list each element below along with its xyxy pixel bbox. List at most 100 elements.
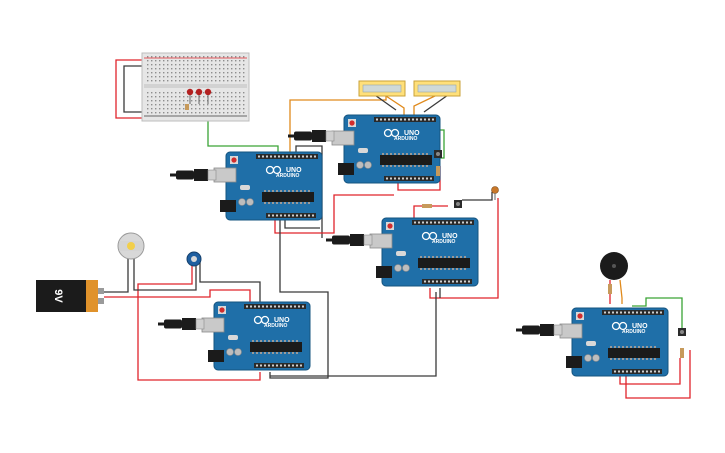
- breadboard-hole: [207, 68, 209, 70]
- breadboard-hole: [211, 72, 213, 74]
- usb-cable[interactable]: [168, 167, 218, 183]
- breadboard-hole: [167, 108, 169, 110]
- breadboard-hole: [151, 68, 153, 70]
- breadboard-hole: [195, 104, 197, 106]
- resistor[interactable]: [436, 166, 440, 176]
- breadboard-hole: [159, 76, 161, 78]
- battery-9v[interactable]: 9V: [36, 280, 104, 312]
- breadboard-hole: [215, 60, 217, 62]
- breadboard-hole: [239, 68, 241, 70]
- breadboard-hole: [215, 104, 217, 106]
- arduino-uno-board[interactable]: ARDUINO UNO: [201, 301, 311, 371]
- breadboard-hole: [199, 104, 201, 106]
- breadboard-hole: [155, 108, 157, 110]
- breadboard-hole: [243, 80, 245, 82]
- breadboard-hole: [179, 96, 181, 98]
- dc-motor[interactable]: [117, 232, 145, 260]
- resistor[interactable]: [185, 104, 189, 110]
- breadboard-hole: [187, 96, 189, 98]
- breadboard-hole: [155, 60, 157, 62]
- breadboard-hole: [159, 108, 161, 110]
- breadboard[interactable]: [141, 52, 250, 122]
- board-brand: ARDUINO: [264, 323, 287, 329]
- breadboard-hole: [147, 80, 149, 82]
- breadboard-hole: [179, 104, 181, 106]
- breadboard-hole: [179, 92, 181, 94]
- resistor[interactable]: [680, 348, 684, 358]
- arduino-uno-board[interactable]: ARDUINO UNO: [369, 217, 479, 287]
- usb-cable[interactable]: [156, 316, 206, 332]
- resistor[interactable]: [608, 284, 612, 294]
- push-button[interactable]: [678, 328, 686, 336]
- breadboard-hole: [207, 72, 209, 74]
- red-led[interactable]: [195, 88, 203, 104]
- usb-cable[interactable]: [286, 128, 336, 144]
- breadboard-hole: [151, 96, 153, 98]
- breadboard-hole: [211, 92, 213, 94]
- breadboard-hole: [167, 60, 169, 62]
- breadboard-hole: [219, 92, 221, 94]
- board-logo: UNO: [274, 317, 290, 324]
- board-brand: ARDUINO: [276, 173, 299, 179]
- breadboard-hole: [167, 100, 169, 102]
- lcd-display[interactable]: [358, 80, 406, 97]
- breadboard-hole: [175, 104, 177, 106]
- arduino-uno-board[interactable]: ARDUINO UNO: [213, 151, 323, 221]
- potentiometer[interactable]: [186, 251, 202, 267]
- breadboard-hole: [171, 76, 173, 78]
- breadboard-hole: [215, 68, 217, 70]
- breadboard-hole: [223, 100, 225, 102]
- breadboard-hole: [223, 64, 225, 66]
- breadboard-hole: [243, 76, 245, 78]
- usb-cable[interactable]: [514, 322, 564, 338]
- breadboard-hole: [203, 104, 205, 106]
- breadboard-hole: [199, 108, 201, 110]
- breadboard-hole: [147, 72, 149, 74]
- breadboard-hole: [239, 112, 241, 114]
- usb-cable[interactable]: [324, 232, 374, 248]
- breadboard-hole: [203, 92, 205, 94]
- lcd-display[interactable]: [413, 80, 461, 97]
- breadboard-hole: [243, 112, 245, 114]
- breadboard-hole: [227, 64, 229, 66]
- led-array[interactable]: [185, 88, 212, 110]
- red-led[interactable]: [186, 88, 194, 104]
- breadboard-hole: [227, 76, 229, 78]
- breadboard-hole: [231, 108, 233, 110]
- breadboard-hole: [183, 96, 185, 98]
- breadboard-hole: [183, 92, 185, 94]
- resistor[interactable]: [422, 204, 432, 208]
- arduino-uno-board[interactable]: ARDUINO UNO: [331, 114, 441, 184]
- ldr-sensor[interactable]: [491, 186, 499, 201]
- piezo-buzzer[interactable]: [600, 252, 628, 280]
- breadboard-hole: [223, 104, 225, 106]
- breadboard-hole: [227, 80, 229, 82]
- breadboard-hole: [187, 56, 189, 58]
- breadboard-hole: [215, 96, 217, 98]
- push-button[interactable]: [454, 200, 462, 208]
- breadboard-hole: [179, 64, 181, 66]
- breadboard-hole: [227, 72, 229, 74]
- breadboard-hole: [199, 76, 201, 78]
- breadboard-hole: [179, 112, 181, 114]
- breadboard-hole: [243, 108, 245, 110]
- breadboard-hole: [243, 64, 245, 66]
- breadboard-hole: [203, 60, 205, 62]
- breadboard-hole: [163, 100, 165, 102]
- breadboard-hole: [163, 92, 165, 94]
- breadboard-hole: [163, 104, 165, 106]
- breadboard-hole: [219, 68, 221, 70]
- arduino-uno-board[interactable]: ARDUINO UNO: [559, 307, 669, 377]
- breadboard-hole: [207, 108, 209, 110]
- breadboard-hole: [195, 56, 197, 58]
- breadboard-hole: [155, 100, 157, 102]
- breadboard-hole: [167, 56, 169, 58]
- breadboard-hole: [207, 104, 209, 106]
- breadboard-hole: [239, 80, 241, 82]
- breadboard-hole: [211, 68, 213, 70]
- push-button[interactable]: [434, 150, 442, 158]
- breadboard-hole: [207, 60, 209, 62]
- red-led[interactable]: [204, 88, 212, 104]
- breadboard-hole: [171, 80, 173, 82]
